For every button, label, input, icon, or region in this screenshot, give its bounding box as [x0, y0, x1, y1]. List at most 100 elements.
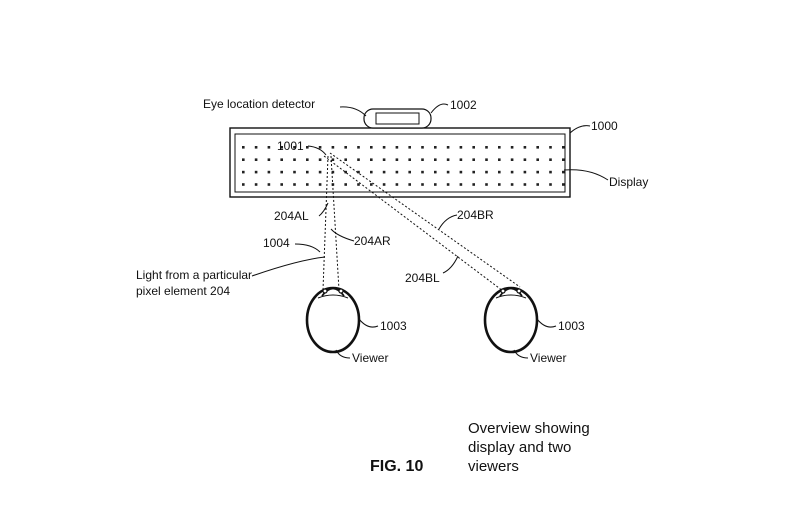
viewer-right-brow: [495, 294, 527, 299]
pixel-element: [254, 146, 258, 149]
pixel-element: [254, 170, 258, 174]
pixel-element: [370, 146, 373, 149]
pixel-element: [267, 170, 271, 174]
pixel-element: [472, 183, 475, 186]
pixel-element: [459, 146, 463, 149]
ray-204br: [329, 152, 521, 288]
pixel-element: [395, 146, 399, 149]
pixel-element: [472, 170, 475, 174]
pixel-element: [459, 170, 463, 174]
viewer-right: [483, 286, 539, 354]
pixel-element: [472, 146, 475, 149]
viewer-right-eye-right: [516, 288, 522, 294]
detector-label: Eye location detector: [203, 97, 315, 111]
pixel-element: [242, 146, 245, 149]
viewer-right-ref-label: 1003: [558, 319, 585, 333]
pixel-element: [382, 146, 386, 149]
pixel-element: [280, 146, 283, 149]
pixel-element: [382, 158, 386, 161]
leader-detector-ref: [430, 103, 449, 114]
pixel-element: [306, 170, 309, 174]
caption-line-2: display and two: [468, 439, 571, 456]
pixel-element: [485, 170, 488, 174]
pixel-element: [562, 183, 565, 186]
display: [229, 127, 571, 198]
leader-1004: [294, 243, 321, 253]
viewer-left: [305, 286, 361, 354]
pixel-element: [344, 170, 347, 174]
pixel-element: [549, 158, 552, 161]
pixel-element: [242, 158, 245, 161]
pixel-element: [523, 183, 527, 186]
pixel-element: [382, 183, 386, 186]
viewer-left-label: Viewer: [352, 351, 388, 365]
pixel-element: [280, 158, 283, 161]
pixel-element: [370, 170, 373, 174]
display-label: Display: [609, 175, 648, 189]
pixel-element: [472, 158, 475, 161]
pixel-element: [306, 183, 309, 186]
pixel-element: [510, 146, 514, 149]
pixel-element: [549, 183, 552, 186]
pixel-element: [395, 183, 399, 186]
pixel-element: [382, 170, 386, 174]
pixel-element: [562, 170, 565, 174]
pixel-element: [408, 158, 411, 161]
pixel-element: [536, 158, 539, 161]
pixel-element: [306, 158, 309, 161]
pixel-element: [267, 183, 271, 186]
light-ref-label: 1004: [263, 236, 290, 250]
pixel-element: [408, 170, 411, 174]
pixel-element: [293, 158, 296, 161]
pixel-element: [434, 158, 437, 161]
pixel-element: [434, 146, 437, 149]
ray-204al-label: 204AL: [274, 209, 309, 223]
pixel-element: [510, 170, 514, 174]
pixel-element-grid: [242, 146, 565, 186]
pixel-element: [434, 183, 437, 186]
pixel-element: [357, 158, 360, 161]
pixel-element: [293, 183, 296, 186]
leader-viewer-right-ref: [536, 318, 557, 328]
pixel-ref-label: 1001: [277, 139, 304, 153]
pixel-element: [280, 183, 283, 186]
pixel-element: [267, 158, 271, 161]
light-rays: [322, 152, 521, 292]
pixel-element: [318, 146, 322, 149]
pixel-element: [293, 170, 296, 174]
pixel-element: [459, 158, 463, 161]
pixel-element: [549, 170, 552, 174]
pixel-element: [357, 183, 360, 186]
leader-detector: [339, 106, 367, 117]
detector-lens: [375, 112, 420, 125]
ray-204ar-label: 204AR: [354, 234, 391, 248]
ray-204br-label: 204BR: [457, 208, 494, 222]
pixel-element: [280, 170, 283, 174]
pixel-element: [562, 158, 565, 161]
pixel-element: [357, 170, 360, 174]
leader-viewer-left-ref: [358, 318, 379, 328]
pixel-element: [498, 170, 501, 174]
pixel-element: [459, 183, 463, 186]
viewer-right-eye-left: [500, 288, 506, 294]
figure-label: FIG. 10: [370, 458, 423, 475]
leader-204al: [318, 202, 329, 217]
viewer-right-head: [483, 286, 539, 354]
pixel-element: [421, 146, 424, 149]
pixel-element: [318, 183, 322, 186]
pixel-element: [370, 183, 373, 186]
viewer-left-eye-right: [338, 288, 344, 294]
leader-viewer-right: [513, 349, 529, 359]
pixel-element: [395, 170, 399, 174]
eye-location-detector: [363, 108, 432, 129]
leader-light: [251, 256, 326, 277]
pixel-element: [485, 146, 488, 149]
pixel-element: [306, 146, 309, 149]
pixel-element: [498, 158, 501, 161]
pixel-element: [549, 146, 552, 149]
leader-204br: [438, 214, 458, 230]
light-label-line2: pixel element 204: [136, 284, 230, 298]
pixel-element: [421, 183, 424, 186]
caption-line-3: viewers: [468, 458, 519, 475]
